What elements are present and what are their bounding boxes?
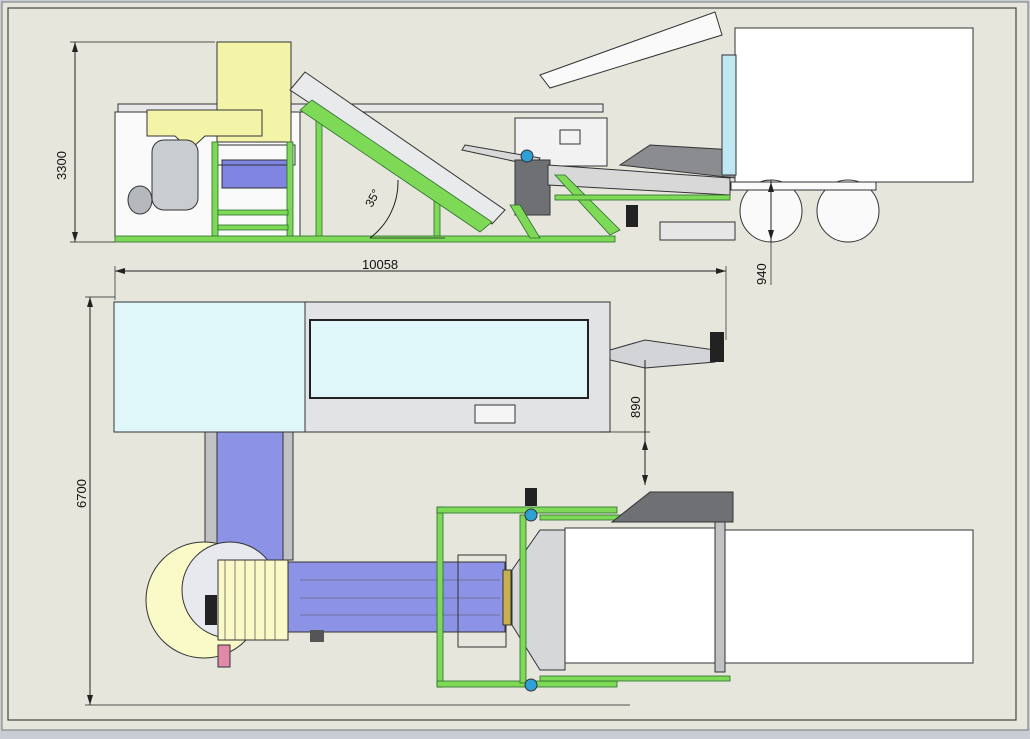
plan-view bbox=[85, 296, 974, 706]
discharge-chute bbox=[539, 11, 723, 89]
tank-opening bbox=[309, 319, 589, 399]
motor-icon bbox=[217, 644, 231, 668]
dim-arrow bbox=[768, 230, 774, 240]
dim-arrow bbox=[642, 475, 648, 485]
outlet-motor bbox=[710, 332, 724, 362]
trailer-plan bbox=[724, 529, 974, 664]
trestle-beam bbox=[554, 194, 731, 201]
frame-rung bbox=[217, 224, 289, 231]
dim-arrow bbox=[72, 232, 78, 242]
dim-arrow bbox=[115, 268, 125, 274]
ground-rail bbox=[114, 235, 616, 243]
trailer-wheel bbox=[816, 179, 880, 243]
pump-icon bbox=[626, 205, 638, 227]
coupling bbox=[502, 569, 512, 626]
conveyor-frame bbox=[299, 99, 493, 233]
frame-post bbox=[315, 111, 323, 241]
tank-wheel bbox=[127, 185, 153, 215]
dim-label-gap: 890 bbox=[628, 396, 643, 418]
trailer-chassis bbox=[730, 181, 877, 191]
motor-icon bbox=[524, 678, 538, 692]
length-dimension bbox=[114, 266, 727, 340]
dim-arrow bbox=[72, 42, 78, 52]
angle-arc bbox=[369, 179, 399, 239]
dim-arrow bbox=[87, 297, 93, 307]
conveyor-side bbox=[204, 431, 218, 561]
dim-arrow bbox=[642, 440, 648, 450]
control-panel-display bbox=[559, 129, 581, 145]
frame-rung bbox=[217, 209, 289, 216]
trestle-leg bbox=[554, 174, 621, 236]
gear-box bbox=[310, 630, 324, 642]
dim-arrow bbox=[716, 268, 726, 274]
drawing-border bbox=[7, 7, 1017, 721]
truck-trailer bbox=[734, 27, 974, 183]
vertical-conveyor bbox=[214, 431, 286, 561]
dim-label-length: 10058 bbox=[362, 257, 398, 272]
hopper-plan bbox=[217, 559, 289, 641]
side-view bbox=[70, 11, 974, 285]
pump-icon bbox=[525, 488, 537, 506]
water-tank bbox=[151, 139, 199, 211]
plan-frame bbox=[436, 506, 444, 688]
hopper-funnel bbox=[146, 109, 263, 151]
plan-frame bbox=[539, 675, 731, 682]
motor-icon bbox=[520, 149, 534, 163]
frame-post bbox=[211, 141, 219, 241]
horizontal-conveyor bbox=[287, 561, 506, 633]
plan-frame bbox=[519, 514, 527, 684]
dim-label-wheel: 940 bbox=[754, 263, 769, 285]
dim-label-width: 6700 bbox=[74, 479, 89, 508]
trestle-leg bbox=[509, 204, 541, 239]
trailer-door bbox=[721, 54, 737, 176]
truck-cab-plan bbox=[564, 527, 716, 664]
bin-hood-plan bbox=[610, 491, 734, 523]
tank-plan bbox=[113, 301, 310, 433]
drum-washer bbox=[221, 159, 291, 189]
dim-arrow bbox=[768, 182, 774, 192]
dim-label-height: 3300 bbox=[54, 151, 69, 180]
control-box-plan bbox=[474, 404, 516, 424]
motor-icon bbox=[205, 595, 217, 625]
trailer-door-plan bbox=[714, 521, 726, 673]
conveyor-side bbox=[282, 431, 294, 561]
dim-arrow bbox=[87, 695, 93, 705]
motor-icon bbox=[524, 508, 538, 522]
base-block bbox=[659, 221, 736, 241]
